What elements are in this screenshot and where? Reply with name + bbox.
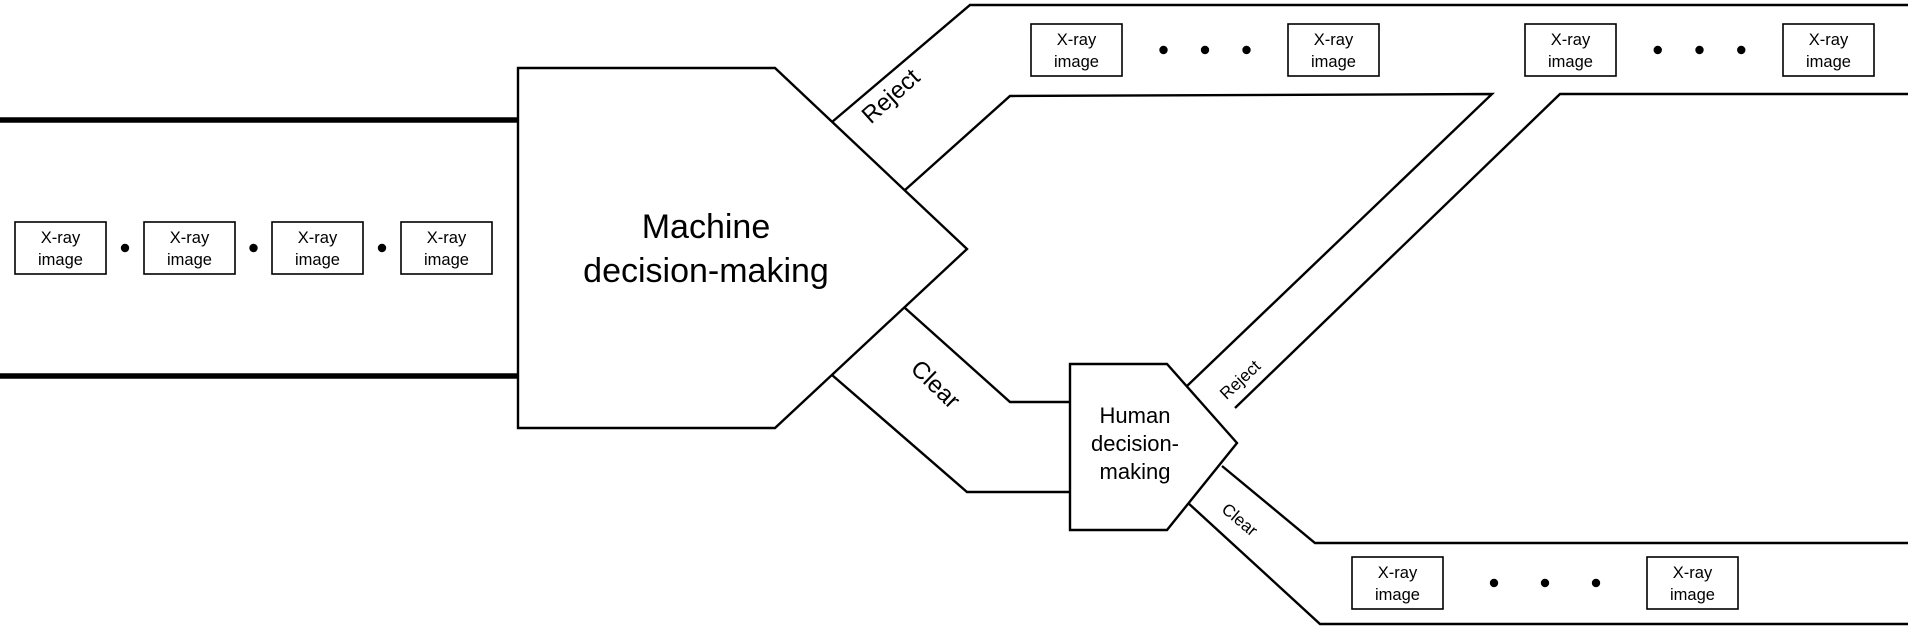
machine-clear-chute-lower bbox=[831, 374, 1070, 494]
input-xray-queue: X-ray image X-ray image X-ray image X-ray image bbox=[14, 221, 493, 275]
xray-image-label-line1: X-ray bbox=[1378, 564, 1418, 582]
xray-image-box bbox=[1524, 23, 1617, 77]
xray-image-box bbox=[1030, 23, 1123, 77]
xray-image-label-line2: image bbox=[295, 251, 340, 269]
xray-image-label-line1: X-ray bbox=[1551, 31, 1591, 49]
separator-dot bbox=[377, 243, 387, 253]
xray-image-box bbox=[14, 221, 107, 275]
human-decision-node bbox=[1068, 362, 1239, 532]
machine-rejected-xray-queue: X-ray image X-ray image bbox=[1030, 23, 1380, 77]
xray-image-label-line1: X-ray bbox=[41, 229, 81, 247]
machine-reject-chute-inner bbox=[904, 92, 1496, 387]
xray-image-box bbox=[143, 221, 236, 275]
xray-image-4: X-ray image bbox=[400, 221, 493, 275]
xray-image-label-line2: image bbox=[1670, 586, 1715, 604]
xray-image-box bbox=[1646, 556, 1739, 610]
separator-dot bbox=[1242, 45, 1251, 55]
separator-dot bbox=[1695, 45, 1704, 55]
human-reject-label: Reject bbox=[1216, 356, 1264, 403]
xray-image-box bbox=[271, 221, 364, 275]
human-node-label-line3: making bbox=[1100, 459, 1171, 484]
xray-image-box bbox=[1351, 556, 1444, 610]
human-rejected-xray-queue: X-ray image X-ray image bbox=[1524, 23, 1875, 77]
machine-decision-node bbox=[516, 66, 969, 430]
human-node-label-line1: Human bbox=[1100, 403, 1171, 428]
separator-dot bbox=[1653, 45, 1662, 55]
xray-image-1: X-ray image bbox=[14, 221, 107, 275]
xray-image-1: X-ray image bbox=[1351, 556, 1444, 610]
separator-dot bbox=[1591, 578, 1601, 588]
xray-image-label-line2: image bbox=[1054, 53, 1099, 71]
xray-image-label-line1: X-ray bbox=[1673, 564, 1713, 582]
machine-clear-chute-upper bbox=[904, 307, 1070, 404]
human-clear-label: Clear bbox=[1218, 499, 1262, 540]
xray-image-box bbox=[400, 221, 493, 275]
machine-node-label-line1: Machine bbox=[642, 208, 771, 246]
xray-image-2: X-ray image bbox=[1646, 556, 1739, 610]
machine-reject-chute-outer bbox=[831, 3, 1908, 123]
human-clear-chute-lower bbox=[1186, 501, 1908, 626]
xray-image-label-line1: X-ray bbox=[298, 229, 338, 247]
xray-image-label-line2: image bbox=[1375, 586, 1420, 604]
human-node-label-line2: decision- bbox=[1091, 431, 1179, 456]
xray-image-2: X-ray image bbox=[1782, 23, 1875, 77]
xray-image-label-line1: X-ray bbox=[1057, 31, 1097, 49]
xray-image-3: X-ray image bbox=[271, 221, 364, 275]
xray-image-label-line2: image bbox=[167, 251, 212, 269]
human-reject-chute bbox=[1234, 92, 1908, 409]
separator-dot bbox=[1489, 578, 1499, 588]
human-cleared-xray-queue: X-ray image X-ray image bbox=[1351, 556, 1739, 610]
xray-image-2: X-ray image bbox=[1287, 23, 1380, 77]
separator-dot bbox=[1737, 45, 1746, 55]
separator-dot bbox=[120, 243, 130, 253]
xray-image-label-line1: X-ray bbox=[1809, 31, 1849, 49]
xray-image-2: X-ray image bbox=[143, 221, 236, 275]
separator-dot bbox=[1159, 45, 1168, 55]
xray-image-1: X-ray image bbox=[1524, 23, 1617, 77]
xray-image-label-line2: image bbox=[38, 251, 83, 269]
separator-dot bbox=[1200, 45, 1210, 55]
xray-image-label-line1: X-ray bbox=[170, 229, 210, 247]
machine-clear-label: Clear bbox=[905, 355, 965, 414]
xray-image-label-line2: image bbox=[1806, 53, 1851, 71]
separator-dot bbox=[1540, 578, 1550, 588]
xray-image-box bbox=[1782, 23, 1875, 77]
xray-image-label-line1: X-ray bbox=[427, 229, 467, 247]
xray-image-label-line2: image bbox=[1311, 53, 1356, 71]
xray-image-label-line2: image bbox=[424, 251, 469, 269]
separator-dot bbox=[249, 243, 258, 253]
xray-image-box bbox=[1287, 23, 1380, 77]
xray-image-1: X-ray image bbox=[1030, 23, 1123, 77]
xray-image-label-line2: image bbox=[1548, 53, 1593, 71]
xray-image-label-line1: X-ray bbox=[1314, 31, 1354, 49]
machine-node-label-line2: decision-making bbox=[583, 252, 829, 290]
human-clear-chute-upper bbox=[1221, 465, 1908, 545]
